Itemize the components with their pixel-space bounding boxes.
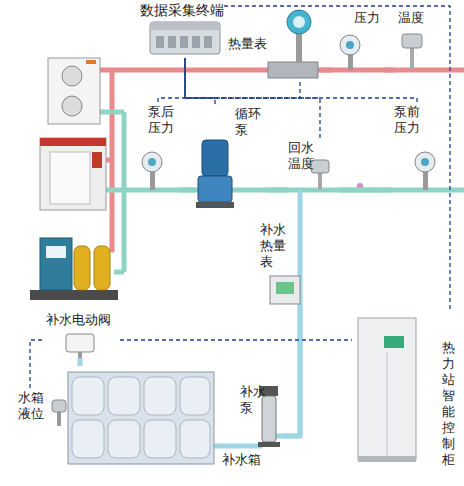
equipment-label: 循环泵: [235, 106, 263, 138]
pressure-gauge: [415, 152, 435, 190]
equipment-label: 压力: [354, 10, 384, 26]
electric-valve: [66, 334, 94, 366]
circulation-pump: [196, 140, 234, 208]
gauge-node: 压力: [332, 8, 384, 78]
equipment-label: 热量表: [228, 36, 272, 52]
sensor-node: 回水温度: [288, 138, 338, 193]
equipment-label: 补水箱: [222, 452, 266, 468]
makeup-pipe: [214, 190, 300, 446]
boiler-unit: [40, 138, 106, 210]
return-pipe: [100, 112, 464, 272]
level-sensor: [52, 400, 66, 426]
equipment-label: 热力站智能控制柜: [442, 340, 458, 468]
signal-line: [185, 58, 320, 138]
signal-line: [185, 58, 215, 104]
equipment-label: 水箱液位: [18, 390, 46, 422]
makeup-pipe-line: [282, 306, 300, 436]
meter-node: 热量表: [226, 4, 320, 82]
sensor-node: 温度: [394, 8, 430, 80]
pressure-gauge: [142, 152, 162, 190]
gauge-node: 泵前压力: [392, 102, 442, 192]
pipe-marker: [357, 183, 363, 189]
water-treatment-unit: [30, 238, 118, 300]
signal-line: [120, 339, 352, 340]
equipment-label: 补水泵: [240, 384, 268, 416]
equipment-label: 温度: [398, 10, 428, 26]
signal-line: [30, 340, 44, 388]
supply-pipe-line: [320, 68, 332, 73]
equipment-label: 泵前压力: [394, 104, 422, 136]
heat-pump-unit: [48, 58, 100, 124]
makeup-heat-meter: [270, 276, 300, 304]
pump-node: 补水泵: [238, 382, 282, 448]
signal-line: [185, 58, 417, 102]
data-terminal: [150, 22, 220, 54]
heat-meter: [268, 10, 318, 78]
equipment-label: 数据采集终端: [140, 2, 224, 18]
signal-line: [158, 58, 185, 102]
pressure-gauge: [340, 35, 360, 70]
equipment-label: 补水热量表: [260, 222, 288, 270]
signal-line: [224, 6, 450, 312]
signal-line: [185, 58, 300, 98]
equipment-label: 泵后压力: [148, 104, 176, 136]
terminal-node: 数据采集终端: [140, 2, 224, 58]
return-pipe-line: [338, 188, 392, 193]
meter-node: 补水热量表: [258, 222, 302, 306]
pump-node: 循环泵: [195, 104, 267, 212]
sensor-node: 水箱液位: [16, 388, 72, 436]
return-pipe-line: [267, 188, 288, 193]
equipment-label: 补水电动阀: [46, 312, 118, 328]
temperature-sensor: [402, 34, 422, 70]
control-cabinet: [358, 318, 416, 462]
return-pipe-line: [178, 188, 195, 193]
makeup-tank: [68, 372, 214, 464]
equipment-label: 回水温度: [288, 140, 316, 172]
cabinet-node: 热力站智能控制柜: [352, 312, 464, 474]
makeup-pipe-line: [78, 358, 83, 366]
tank-node: 补水箱: [62, 366, 270, 470]
gauge-node: 泵后压力: [138, 102, 178, 192]
supply-pipe-line: [384, 68, 394, 73]
valve-node: 补水电动阀: [44, 310, 120, 358]
